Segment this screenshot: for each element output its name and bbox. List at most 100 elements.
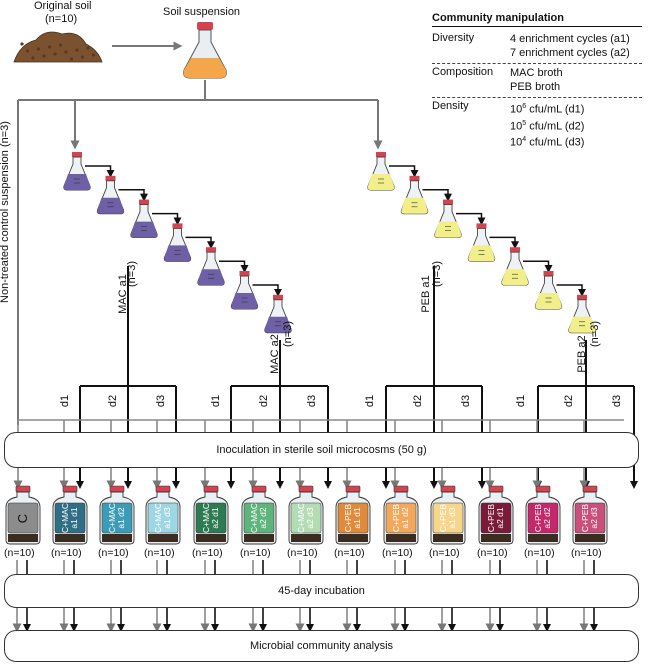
bottle-line2: a1 d3	[447, 507, 457, 529]
density-label: d2	[412, 394, 424, 408]
bottle-cap	[62, 485, 78, 493]
inoculation-box: Inoculation in sterile soil microcosms (…	[4, 432, 639, 468]
density-label: d3	[306, 394, 318, 408]
soil-grain	[58, 43, 63, 47]
bottle-cap	[535, 485, 551, 493]
bottle-n-label: (n=10)	[240, 547, 271, 559]
soil-grain	[42, 54, 46, 58]
bottle-label-patch	[54, 502, 86, 534]
enrichment-arrow	[252, 284, 282, 297]
bottle-label-patch	[7, 502, 39, 534]
enrichment-arrow	[185, 236, 215, 250]
flask-liquid	[231, 293, 258, 309]
bottle-n-label: (n=10)	[524, 547, 555, 559]
density-label: d1	[515, 394, 527, 408]
bottle-cap	[251, 485, 267, 493]
density-label: d2	[563, 394, 575, 408]
analysis-label: Microbial community analysis	[249, 640, 394, 652]
density-label: d1	[364, 394, 376, 408]
bottle-line2: a1 d3	[162, 507, 172, 529]
density-label: d1	[59, 394, 71, 408]
flask-liquid	[264, 316, 292, 333]
bottle-n-label: (n=10)	[98, 547, 129, 559]
soil-grain	[91, 53, 96, 57]
bottle-label-patch	[243, 502, 275, 534]
flask-cap	[273, 294, 283, 300]
bottle-line2: a2 d3	[305, 507, 315, 529]
bottle-soil	[386, 534, 416, 542]
flask-cap	[376, 152, 386, 157]
bottle-soil	[433, 534, 463, 542]
original-soil-label: Original soil	[34, 0, 92, 12]
bottle-label-patch	[527, 502, 559, 534]
bottle-label-patch	[574, 502, 606, 534]
bottle-n-label: (n=10)	[51, 547, 82, 559]
bottle-label-patch	[101, 502, 133, 534]
branch-n-peb-a1: (n=3)	[431, 261, 443, 287]
enrichment-arrow	[389, 165, 419, 178]
flask-cap	[476, 223, 487, 229]
legend-key: Composition	[432, 66, 494, 78]
bottle-cap	[488, 485, 504, 493]
bottle-label-patch	[290, 502, 322, 534]
bottle-label-patch	[480, 502, 512, 534]
bottle-soil	[481, 534, 511, 542]
soil-grain	[36, 47, 41, 51]
bottle-n-label: (n=10)	[192, 547, 223, 559]
bottle-n-label: (n=10)	[429, 547, 460, 559]
enrichment-arrow	[523, 260, 553, 273]
bottle-n-label: (n=10)	[477, 547, 508, 559]
bottle-n-label: (n=10)	[4, 547, 35, 559]
bottle-line2: a1 d1	[352, 507, 362, 529]
flask-cap	[543, 271, 554, 276]
flask-cap	[139, 199, 149, 205]
flask-liquid	[568, 316, 596, 333]
enrichment-arrow	[456, 212, 486, 226]
branch-n-peb-a2: (n=3)	[589, 321, 601, 347]
soil-grain	[86, 46, 90, 50]
bottle-soil	[528, 534, 558, 542]
bottle-cap	[15, 485, 31, 493]
enrichment-arrow	[422, 189, 452, 202]
bottle-soil	[196, 534, 226, 542]
bottle-cap	[155, 485, 171, 493]
bottle-soil	[575, 534, 605, 542]
control-suspension-label: Non-treated control suspension (n=3)	[0, 121, 11, 303]
community-manipulation-legend: Community manipulation Diversity 4 enric…	[432, 12, 642, 153]
bottle-line2: a2 d3	[589, 507, 599, 529]
soil-pile-icon	[13, 31, 103, 63]
flask-cap	[197, 22, 213, 30]
enrichment-arrow	[152, 212, 182, 226]
soil-suspension-label: Soil suspension	[163, 6, 241, 18]
enrichment-arrow	[219, 260, 249, 273]
branch-label-peb-a2: PEB a2	[576, 335, 588, 373]
suspension-liquid	[183, 58, 227, 78]
bottle-cap	[393, 485, 409, 493]
enrichment-arrow	[118, 189, 148, 202]
flask-cap	[577, 294, 587, 300]
incubation-box: 45-day incubation	[4, 574, 639, 608]
bottle-soil	[338, 534, 368, 542]
flask-liquid	[367, 174, 395, 190]
bottle-line2: a2 d1	[210, 507, 220, 529]
legend-value: 106 cfu/mL (d1)	[510, 103, 585, 116]
bottle-n-label: (n=10)	[571, 547, 602, 559]
enrichment-arrow	[85, 165, 115, 178]
bottle-line2: a2 d1	[495, 507, 505, 529]
soil-grain	[80, 55, 85, 59]
original-soil-n: (n=10)	[45, 13, 78, 25]
soil-grain	[53, 52, 57, 56]
flask-cap	[239, 271, 250, 276]
flask-cap	[172, 223, 183, 229]
flask-liquid	[434, 221, 462, 238]
legend-value: 104 cfu/mL (d3)	[510, 136, 585, 149]
bottle-line1: C	[15, 513, 31, 523]
branch-n-mac-a1: (n=3)	[126, 261, 138, 287]
